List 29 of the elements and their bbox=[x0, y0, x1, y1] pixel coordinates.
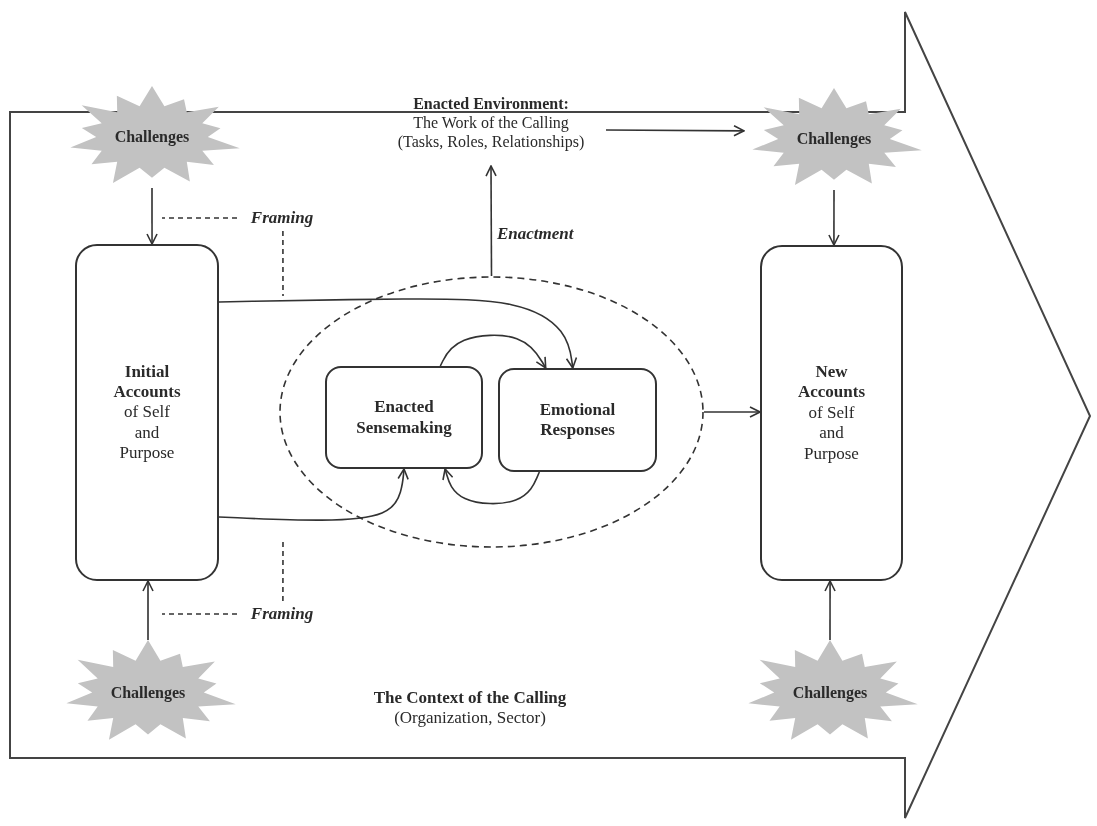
curved-arrow bbox=[218, 298, 578, 369]
arrow bbox=[824, 580, 836, 641]
process-box: Enacted Sensemaking bbox=[325, 366, 483, 469]
context-subtitle: (Organization, Sector) bbox=[393, 708, 547, 729]
process-box: New Accounts of Self and Purpose bbox=[760, 245, 903, 581]
annotation-text: Framing bbox=[250, 207, 314, 229]
arrow bbox=[703, 406, 761, 418]
arrow bbox=[142, 580, 154, 641]
curved-arrow bbox=[439, 334, 547, 369]
process-box: Emotional Responses bbox=[498, 368, 657, 472]
context-heading: The Context of the Calling bbox=[372, 688, 568, 709]
starburst-label: Challenges bbox=[792, 682, 868, 703]
arrow bbox=[485, 165, 497, 277]
starburst-label: Challenges bbox=[110, 682, 186, 703]
curved-arrow bbox=[442, 468, 541, 505]
arrow bbox=[146, 187, 158, 245]
leader-line bbox=[282, 230, 284, 297]
leader-line bbox=[161, 613, 238, 615]
curved-arrow bbox=[218, 468, 409, 521]
starburst-label: Challenges bbox=[796, 129, 872, 149]
body-text: The Work of the Calling (Tasks, Roles, Relationships) bbox=[396, 113, 586, 152]
starburst-label: Challenges bbox=[114, 127, 190, 147]
arrow bbox=[828, 189, 840, 246]
process-box: Initial Accounts of Self and Purpose bbox=[75, 244, 219, 581]
annotation-text: Framing bbox=[250, 603, 314, 625]
leader-line bbox=[161, 217, 238, 219]
leader-line bbox=[282, 539, 284, 602]
heading-text: Enacted Environment: bbox=[412, 94, 570, 114]
arrow bbox=[605, 125, 745, 137]
